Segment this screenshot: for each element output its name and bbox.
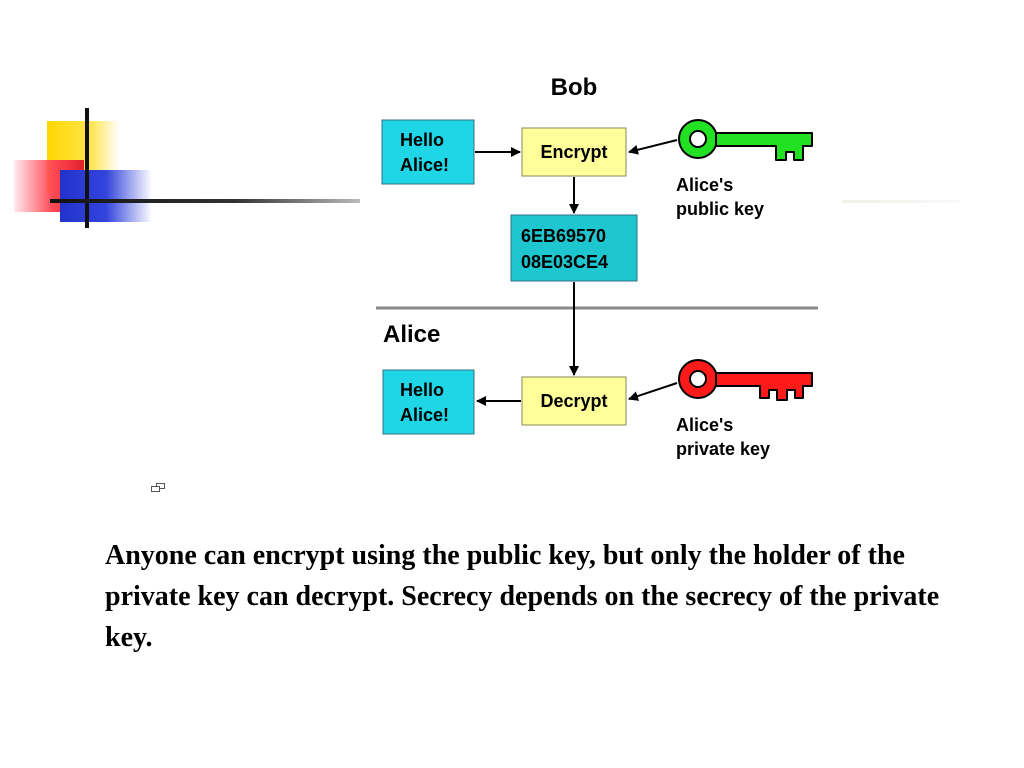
decrypt-box: Decrypt: [521, 376, 627, 426]
ciphertext-line1: 6EB69570: [521, 226, 606, 246]
plaintext-top-line2: Alice!: [400, 155, 449, 175]
decor-vertical-line: [85, 108, 89, 228]
plaintext-bottom-line2: Alice!: [400, 405, 449, 425]
private-key-icon: [678, 359, 813, 401]
caption-text: Anyone can encrypt using the public key,…: [105, 540, 940, 653]
plaintext-top-line1: Hello: [400, 130, 444, 150]
public-key-label-line1: Alice's: [676, 175, 733, 195]
ciphertext-box: 6EB69570 08E03CE4: [510, 214, 638, 282]
plaintext-box-bottom: Hello Alice!: [382, 369, 475, 435]
bob-label: Bob: [551, 74, 598, 101]
private-key-label-line2: private key: [676, 439, 770, 459]
encrypt-label: Encrypt: [540, 142, 607, 162]
decor-horizontal-line-right: [842, 200, 960, 203]
plaintext-box-top: Hello Alice!: [381, 119, 475, 185]
decor-horizontal-line: [50, 199, 360, 203]
private-key-label-line1: Alice's: [676, 415, 733, 435]
ciphertext-line2: 08E03CE4: [521, 252, 608, 272]
public-key-icon: [678, 119, 813, 161]
arrow-public-key-to-encrypt: [628, 139, 678, 155]
decor-blue-square: [60, 170, 152, 222]
bullet-icon: [151, 483, 165, 492]
alice-label: Alice: [383, 321, 440, 348]
plaintext-bottom-line1: Hello: [400, 380, 444, 400]
public-key-label-line2: public key: [676, 199, 764, 219]
encrypt-box: Encrypt: [521, 127, 627, 177]
arrow-private-key-to-decrypt: [628, 382, 678, 401]
decrypt-label: Decrypt: [540, 391, 607, 411]
